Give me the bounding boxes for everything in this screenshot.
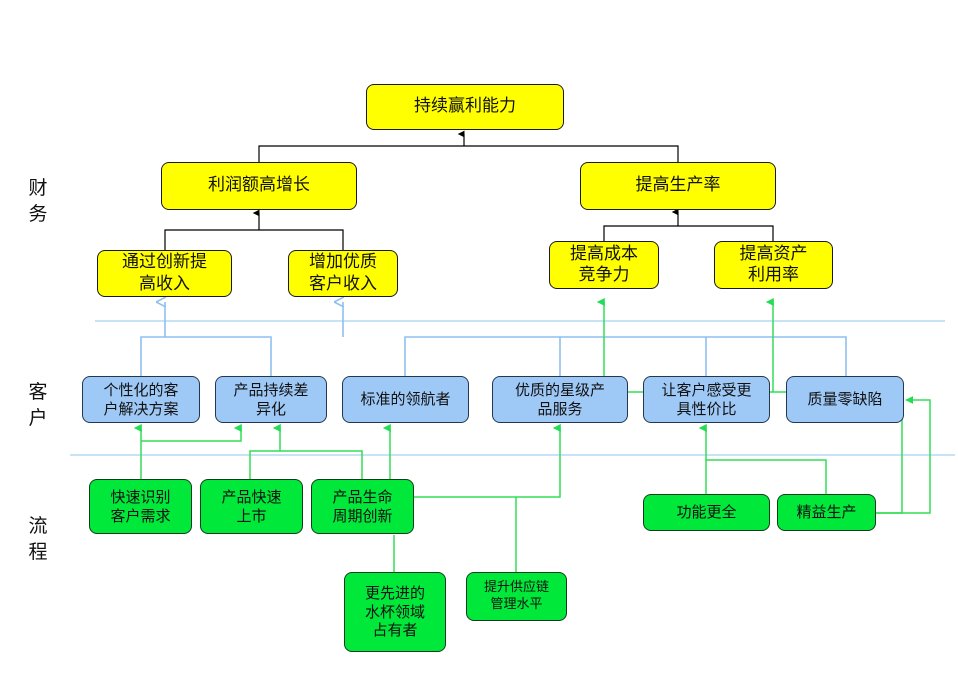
node-quality-customer-income[interactable]: 增加优质客户收入 [288, 250, 398, 297]
node-profit-growth[interactable]: 利润额高增长 [161, 162, 357, 210]
node-standard-leader[interactable]: 标准的领航者 [342, 376, 469, 423]
node-continuous-differentiation[interactable]: 产品持续差异化 [215, 376, 327, 423]
customer-links [140, 302, 847, 376]
node-star-service[interactable]: 优质的星级产品服务 [492, 376, 628, 423]
node-value-for-money[interactable]: 让客户感受更具性价比 [643, 376, 770, 423]
node-lifecycle-innovation[interactable]: 产品生命周期创新 [311, 479, 414, 534]
node-asset-utilization[interactable]: 提高资产利用率 [714, 241, 833, 289]
node-productivity[interactable]: 提高生产率 [580, 162, 776, 210]
section-label-process: 流程 [28, 515, 48, 563]
node-innovation-income[interactable]: 通过创新提高收入 [97, 250, 232, 297]
node-advanced-leader[interactable]: 更先进的水杯领域占有者 [344, 572, 446, 652]
section-label-finance: 财务 [28, 177, 48, 225]
finance-links [164, 130, 774, 250]
node-fast-launch[interactable]: 产品快速上市 [200, 479, 303, 534]
node-lean-production[interactable]: 精益生产 [777, 494, 876, 531]
node-personalized-solution[interactable]: 个性化的客户解决方案 [82, 376, 200, 423]
node-zero-defect[interactable]: 质量零缺陷 [786, 376, 904, 423]
node-full-function[interactable]: 功能更全 [643, 494, 770, 531]
node-identify-needs[interactable]: 快速识别客户需求 [89, 479, 192, 534]
node-supply-chain[interactable]: 提升供应链管理水平 [466, 572, 567, 621]
node-cost-competitiveness[interactable]: 提高成本竞争力 [549, 241, 659, 289]
section-label-customer: 客户 [28, 381, 48, 429]
node-sustained-profit[interactable]: 持续赢利能力 [366, 84, 564, 130]
